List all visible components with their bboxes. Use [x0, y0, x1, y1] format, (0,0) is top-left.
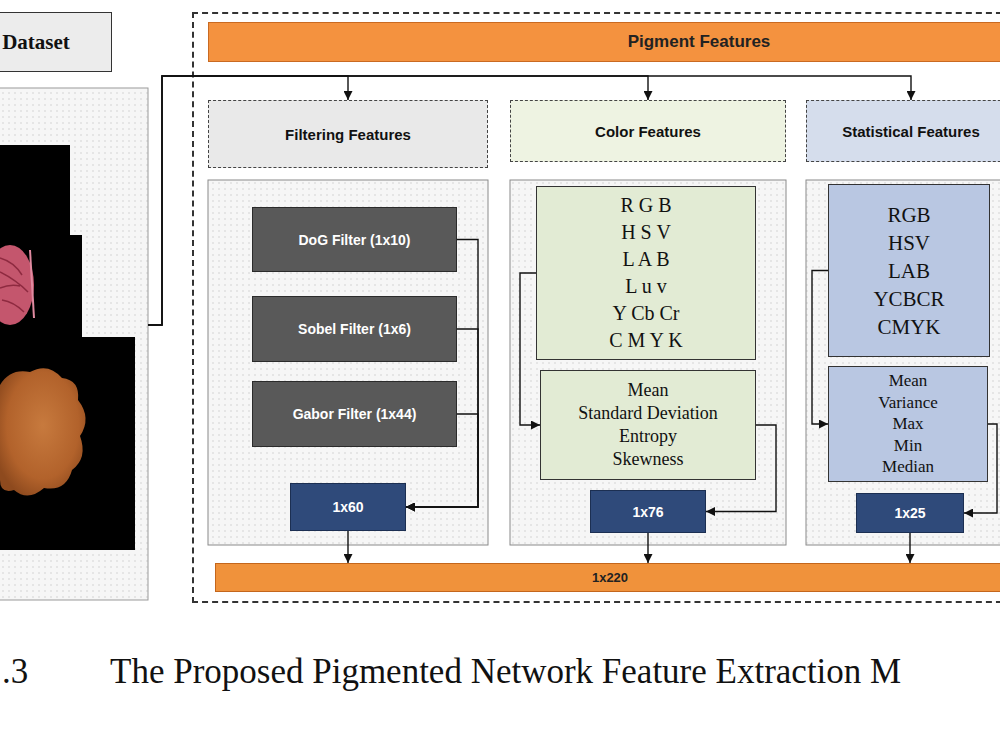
list-item: Mean: [889, 370, 928, 392]
flow-arrow: [406, 414, 478, 507]
flow-arrow: [148, 76, 911, 325]
flow-arrow: [347, 531, 348, 563]
filtering-panel: [208, 180, 488, 545]
node-blue: 1x76: [590, 490, 706, 533]
box-label: Gabor Filter (1x44): [293, 406, 417, 422]
flow-arrow: [148, 76, 348, 325]
list-item: Y Cb Cr: [612, 300, 679, 327]
node-gray: DoG Filter (1x10): [252, 207, 457, 272]
node-list: R G BH S VL A BL u vY Cb CrC M Y K: [536, 186, 756, 360]
box-label: Pigment Features: [208, 22, 1000, 62]
group-heading: Filtering Features: [285, 126, 411, 143]
list-item: HSV: [888, 229, 930, 257]
node-dataset: Dataset: [0, 12, 148, 600]
list-item: L u v: [625, 273, 666, 300]
lesion-image-background: [0, 145, 135, 550]
list-item: Variance: [878, 392, 937, 414]
flow-arrow: [812, 271, 828, 425]
lesion-texture: [0, 258, 28, 312]
list-item: R G B: [620, 192, 671, 219]
node-blue: 1x25: [856, 493, 964, 533]
flow-arrow: [706, 425, 776, 512]
color-panel: [510, 180, 786, 545]
node-list: MeanStandard DeviationEntropySkewness: [540, 370, 756, 480]
lesion-texture: [30, 250, 34, 318]
node-header: Filtering Features: [208, 100, 488, 168]
image-panel: [0, 88, 148, 600]
list-item: Min: [894, 435, 922, 457]
list-item: Mean: [628, 379, 669, 402]
flow-arrow: [406, 329, 478, 507]
flow-arrow: [406, 240, 478, 508]
brown-lesion: [0, 368, 86, 495]
flow-arrow: [964, 424, 997, 513]
list-item: RGB: [887, 201, 930, 229]
figure-caption: The Proposed Pigmented Network Feature E…: [110, 652, 901, 692]
pink-lesion: [0, 245, 34, 325]
group-heading: Color Features: [595, 123, 701, 140]
flow-arrow: [520, 273, 540, 425]
box-label: 1x25: [894, 505, 925, 521]
list-item: H S V: [621, 219, 671, 246]
list-item: Median: [882, 456, 934, 478]
list-item: Standard Deviation: [578, 402, 717, 425]
figure-number: .3: [2, 652, 28, 692]
box-label: 1x60: [332, 499, 363, 515]
box-label: Sobel Filter (1x6): [298, 321, 411, 337]
node-header: Color Features: [510, 100, 786, 162]
list-item: Entropy: [619, 425, 677, 448]
box-label: 1x76: [632, 504, 663, 520]
node-list: MeanVarianceMaxMinMedian: [828, 366, 988, 482]
list-item: Max: [892, 413, 923, 435]
list-item: Skewness: [613, 448, 684, 471]
node-list: RGBHSVLABYCBCRCMYK: [828, 184, 990, 357]
flow-arrow: [647, 533, 648, 563]
list-item: CMYK: [877, 313, 940, 341]
flow-arrow: [148, 76, 648, 325]
node-gray: Gabor Filter (1x44): [252, 381, 457, 447]
node-container: Filtering Features Color Features Statisti…: [192, 12, 1000, 603]
node-band: 1x220: [215, 563, 1000, 592]
box-label: 1x220: [592, 570, 628, 585]
node-gray: Sobel Filter (1x6): [252, 296, 457, 362]
box-label: Dataset: [0, 12, 112, 72]
list-item: LAB: [888, 257, 930, 285]
list-item: C M Y K: [609, 327, 683, 354]
flow-arrow: [909, 533, 910, 563]
statistical-panel: [806, 180, 1000, 545]
list-item: L A B: [622, 246, 669, 273]
group-heading: Statistical Features: [842, 123, 980, 140]
node-header: Statistical Features: [806, 100, 1000, 162]
box-label: DoG Filter (1x10): [298, 232, 410, 248]
node-blue: 1x60: [290, 483, 406, 531]
list-item: YCBCR: [873, 285, 944, 313]
